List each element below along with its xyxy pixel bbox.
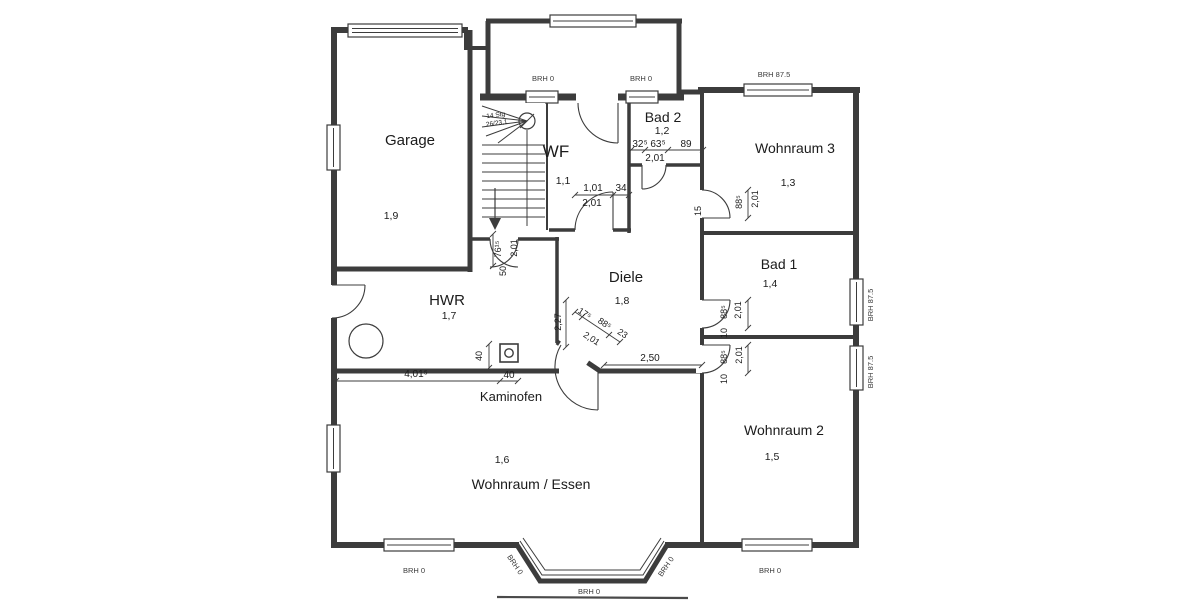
stairs-group [481,103,545,230]
brh-label-we-bottom: BRH 0 [403,566,425,575]
window-porch-bottom-left [525,90,559,104]
dim-wf-w: 1,01 [583,183,603,194]
dim-hwr-off: 50 [498,266,508,276]
stairs-label-2: 26/23,1 [486,118,509,128]
dim-kamin-w: 40 [503,370,515,381]
garage-door-window [347,23,463,38]
dim-hwr-h: 2,01 [509,239,519,257]
door-wohnraum3 [701,189,731,219]
room-number-wf: 1,1 [556,175,571,187]
window-porch-top [549,14,637,28]
dim-diag-p3: 23 [616,327,630,341]
room-number-w2: 1,5 [765,451,780,463]
door-diele-we [554,344,599,411]
room-number-hwr: 1,7 [442,310,457,322]
window-we-left [326,424,341,473]
room-number-bad1: 1,4 [763,278,778,290]
hwr-appliance-icon [348,323,384,359]
dim-diag-len: 2,27 [553,313,563,331]
dim-kamin-h: 40 [474,351,484,361]
room-label-bad1: Bad 1 [761,256,798,272]
dim-diag-p2: 88⁵ [596,316,613,332]
dimension-lines-group [332,146,752,385]
room-label-bad2: Bad 2 [645,109,682,125]
room-number-we: 1,6 [495,454,510,466]
fixtures-group [348,323,519,363]
dim-bad1-off: 10 [719,328,729,338]
window-w2-bottom [741,538,813,552]
brh-label-bay-center: BRH 0 [578,587,600,596]
brh-label-porch-right: BRH 0 [630,74,652,83]
window-w3-top [743,83,813,97]
dim-w3-off: 15 [693,206,703,216]
dim-bad2-w1: 32⁵ [632,139,647,150]
windows-group [326,14,864,576]
room-number-w3: 1,3 [781,177,796,189]
dim-diag-p1: 17⁵ [576,306,593,322]
window-garage-left [326,124,341,171]
room-label-wf: WF [543,142,569,161]
window-right-upper [849,278,864,326]
door-stairhall-hwr [489,238,519,268]
brh-label-right-lower: BRH 87.5 [866,356,875,389]
kaminofen-icon [499,343,519,363]
dim-w2-h: 2,01 [734,346,744,364]
room-label-diele: Diele [609,269,643,286]
door-bad1 [701,299,731,329]
dim-bad2-h: 2,01 [645,153,665,164]
room-label-we: Wohnraum / Essen [472,476,591,492]
dim-hwr-w: 76¹⁵ [493,240,503,257]
dim-w3-h: 2,01 [750,190,760,208]
dim-bad2-w3: 89 [680,139,692,150]
dim-diag-h: 2,01 [582,330,602,348]
room-label-hwr: HWR [429,292,465,309]
brh-label-w2-bottom: BRH 0 [759,566,781,575]
stair-newel-icon [518,112,536,130]
dim-bad1-w: 88⁵ [719,305,729,319]
dim-w3-w: 88⁵ [734,195,744,209]
dim-bad2-w2: 63⁵ [650,139,665,150]
door-wohnraum2 [701,344,731,374]
window-porch-bottom-right [625,90,659,104]
bay-window [519,537,665,576]
dim-kamin-left: 4,01⁵ [404,369,428,380]
door-porch-wf [577,102,619,144]
dim-bad1-h: 2,01 [733,301,743,319]
brh-label-porch-left: BRH 0 [532,74,554,83]
dim-diele-w: 2,50 [640,353,660,364]
dim-w2-w: 88⁵ [719,350,729,364]
door-hwr-exterior [331,284,366,319]
room-number-bad2: 1,2 [655,125,670,137]
stair-direction-arrow [489,188,501,230]
doors-group [331,102,731,411]
label-kaminofen: Kaminofen [480,389,542,404]
stairs-label-1: 14 Stg [486,111,506,121]
door-bad2 [641,164,667,190]
door-gaps-group [328,90,708,373]
dim-wf-rest: 34 [615,183,627,194]
room-label-w2: Wohnraum 2 [744,422,824,438]
dim-w2-off: 10 [719,374,729,384]
door-wf-diele [574,191,614,231]
window-right-lower [849,345,864,391]
room-label-garage: Garage [385,132,435,149]
room-label-w3: Wohnraum 3 [755,140,835,156]
dim-wf-h: 2,01 [582,198,602,209]
walls-group [331,18,860,600]
room-number-diele: 1,8 [615,295,630,307]
room-number-garage: 1,9 [384,210,399,222]
brh-label-w3-top: BRH 87.5 [758,70,791,79]
window-we-bottom [383,538,455,552]
brh-label-right-upper: BRH 87.5 [866,289,875,322]
